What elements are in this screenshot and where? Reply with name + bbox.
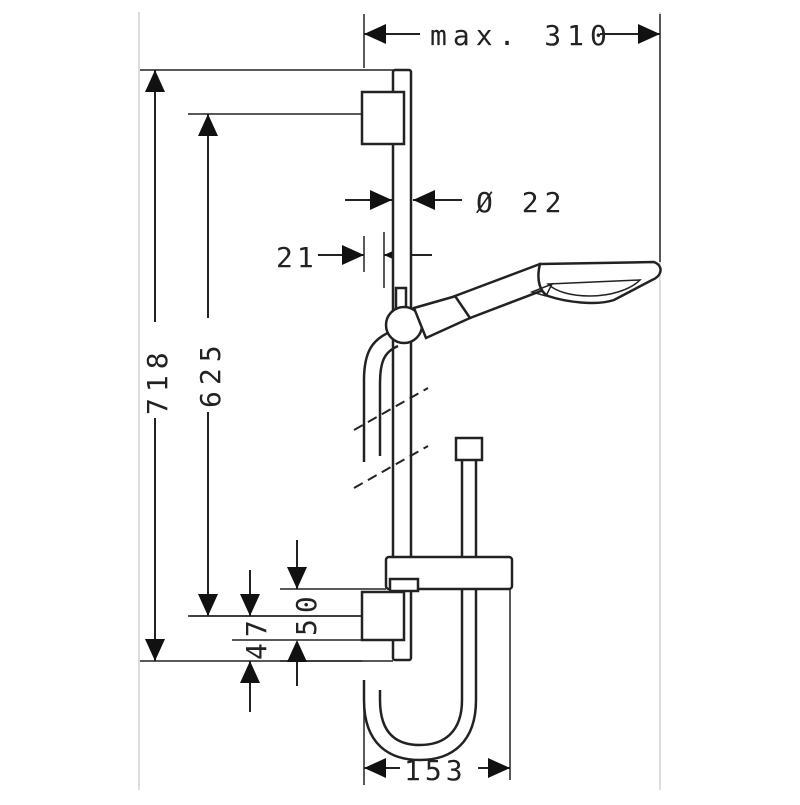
shower-head-joint [529, 282, 554, 297]
arrow-right [638, 24, 660, 44]
dim-label-lower-offset-50: 50 [290, 590, 323, 636]
arrow-left [413, 190, 435, 210]
arrow-up [198, 114, 218, 136]
arrow-left [364, 758, 386, 778]
arrow-down [240, 594, 260, 616]
arrow-down [198, 594, 218, 616]
dim-label-pipe-diameter: Ø 22 [476, 186, 567, 219]
arrow-right [342, 245, 364, 265]
shower-hose [353, 328, 484, 762]
shower-head-face [546, 279, 642, 297]
shower-rail [360, 68, 413, 662]
arrow-up [145, 70, 165, 92]
dim-label-total-height: 718 [141, 346, 174, 415]
arrow-right [370, 190, 392, 210]
hose-connector [454, 436, 484, 462]
rail-bar [391, 68, 413, 662]
hose-lower-outer [362, 460, 478, 762]
hose-lower-inner [378, 460, 464, 747]
arrow-down [287, 567, 307, 589]
hose-upper-inner [378, 344, 399, 456]
arrow-down [145, 639, 165, 661]
shelf [384, 555, 514, 780]
dim-pipe-diameter: Ø 22 [345, 186, 567, 219]
dim-label-wall-offset: 21 [276, 241, 318, 274]
dim-max-width: max. 310 [363, 14, 661, 262]
dim-label-max-width: max. 310 [430, 19, 613, 52]
dim-label-bottom-width: 153 [404, 754, 467, 787]
bottom-wall-bracket [360, 590, 406, 642]
hand-shower [384, 260, 662, 345]
break-line-upper [353, 387, 429, 431]
shelf-clamp [388, 577, 420, 593]
arrow-up [287, 640, 307, 662]
dim-label-lower-offset-47: 47 [240, 614, 273, 660]
break-line-lower [353, 445, 429, 489]
dim-lower-offsets: 50 47 [190, 540, 386, 712]
dim-label-rail-height: 625 [194, 339, 227, 408]
top-wall-bracket [360, 90, 406, 146]
arrow-up [240, 661, 260, 683]
dim-total-height: 718 [140, 69, 393, 662]
dim-bottom-width: 153 [363, 700, 510, 787]
dim-rail-height: 625 [188, 113, 362, 617]
arrow-right [488, 758, 510, 778]
arrow-left [364, 24, 386, 44]
